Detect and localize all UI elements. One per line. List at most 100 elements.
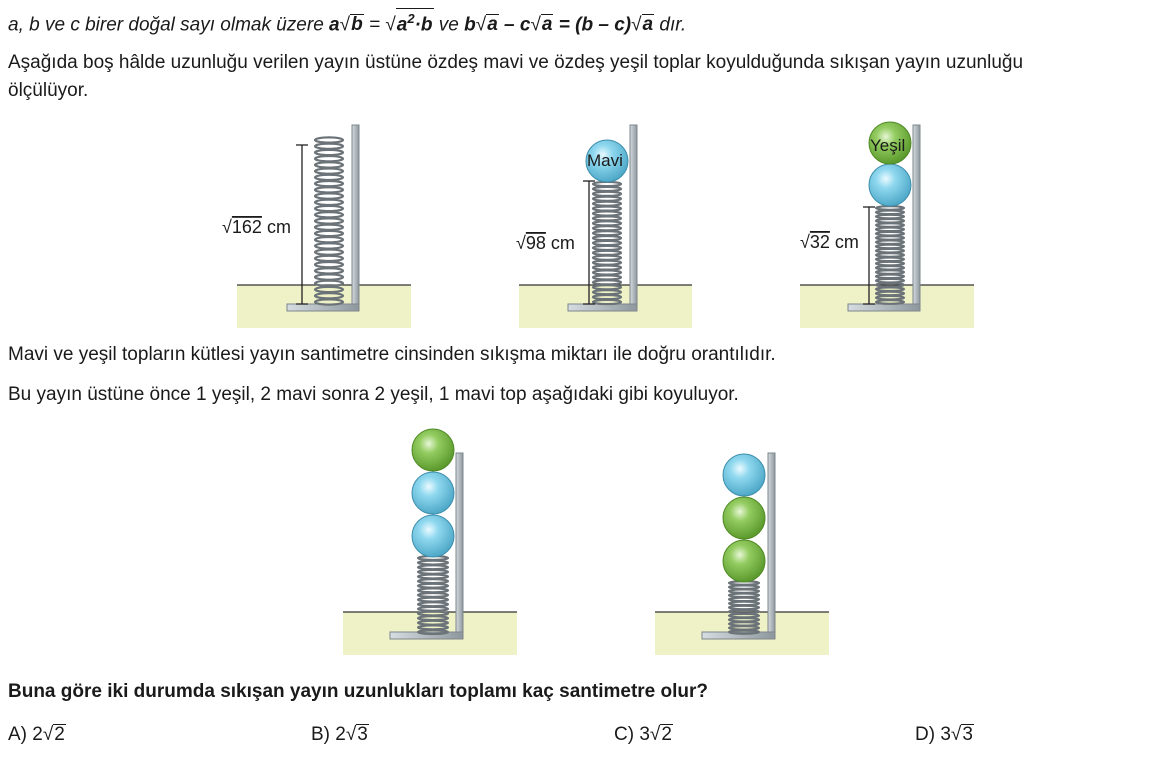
rule-a: a bbox=[329, 14, 340, 36]
base-plate bbox=[701, 631, 776, 640]
spring-coil bbox=[591, 234, 623, 242]
green-ball bbox=[411, 428, 455, 472]
figure-2-blue-ball: Mavi √98 cm bbox=[516, 124, 692, 328]
spring-coil bbox=[874, 230, 906, 237]
option-radicand: 3 bbox=[356, 724, 369, 745]
spring-coil bbox=[313, 267, 345, 275]
spring-coil bbox=[591, 230, 623, 237]
option-c[interactable]: C) 3√2 bbox=[614, 722, 673, 748]
wall bbox=[351, 124, 360, 311]
length-marker bbox=[863, 206, 875, 305]
spring-coil bbox=[313, 235, 345, 244]
sqrt-symbol: √ bbox=[475, 14, 487, 36]
spring-coil bbox=[874, 217, 906, 224]
blue-ball bbox=[411, 514, 455, 558]
sqrt-symbol: √ bbox=[649, 724, 661, 745]
spring-coil bbox=[416, 591, 450, 599]
spring-coil bbox=[416, 559, 450, 566]
spring-coil bbox=[416, 587, 450, 594]
spring-coil bbox=[313, 254, 345, 263]
rule-radical: a2·b bbox=[395, 8, 434, 36]
spring-coil bbox=[416, 568, 450, 575]
green-ball bbox=[868, 121, 912, 165]
spring-coil bbox=[591, 279, 623, 286]
spring-coil bbox=[591, 298, 623, 306]
spring-coil bbox=[591, 264, 623, 271]
spring-coil bbox=[874, 205, 906, 211]
spring-coil bbox=[591, 274, 623, 281]
spring-coil bbox=[874, 264, 906, 271]
spring-coil bbox=[416, 628, 450, 636]
rule-a2: a bbox=[396, 14, 408, 36]
spring-coil bbox=[727, 596, 761, 603]
spring-coil bbox=[416, 582, 450, 589]
spring-coil bbox=[313, 173, 345, 182]
sqrt-symbol: √ bbox=[345, 724, 357, 745]
spring bbox=[591, 180, 623, 306]
spring-coil bbox=[727, 600, 761, 607]
blue-ball bbox=[585, 139, 629, 183]
spring-coil bbox=[313, 136, 345, 144]
spring-coil bbox=[591, 244, 623, 252]
spring-coil bbox=[591, 254, 623, 261]
spring-coil bbox=[313, 192, 345, 200]
spring-coil bbox=[874, 247, 906, 254]
option-coef: 3 bbox=[639, 724, 650, 745]
intro-line-1: Aşağıda boş hâlde uzunluğu verilen yayın… bbox=[8, 52, 1024, 73]
spring-coil bbox=[874, 277, 906, 284]
spring-coil bbox=[313, 161, 345, 169]
spring-coil bbox=[874, 213, 906, 220]
spring-coil bbox=[416, 564, 450, 571]
spring-coil bbox=[313, 186, 345, 194]
spring-coil bbox=[874, 243, 906, 250]
option-b[interactable]: B) 2√3 bbox=[311, 722, 369, 748]
spring-coil bbox=[313, 211, 345, 219]
spring-coil bbox=[591, 200, 623, 207]
spring-coil bbox=[591, 185, 623, 193]
spring-coil bbox=[591, 210, 623, 217]
spring-coil bbox=[416, 573, 450, 580]
spring-coil bbox=[874, 226, 906, 233]
spring-coil bbox=[313, 142, 345, 150]
spring bbox=[416, 554, 450, 636]
option-letter: A) bbox=[8, 724, 27, 745]
length-label-3: √32 cm bbox=[800, 232, 859, 252]
base-plate bbox=[847, 303, 921, 312]
sqrt-symbol: √ bbox=[631, 14, 642, 36]
option-radicand: 3 bbox=[961, 724, 974, 745]
spring-coil bbox=[591, 269, 623, 276]
option-d[interactable]: D) 3√3 bbox=[915, 722, 974, 748]
rule-minus: – bbox=[498, 14, 520, 36]
option-a[interactable]: A) 2√2 bbox=[8, 722, 66, 748]
spring-coil bbox=[874, 256, 906, 263]
green-ball bbox=[722, 496, 766, 540]
option-letter: D) bbox=[915, 724, 936, 745]
wall bbox=[629, 124, 638, 311]
rule-lhs-a1: a bbox=[486, 14, 499, 36]
spring-coil bbox=[313, 242, 345, 250]
option-coef: 2 bbox=[335, 724, 346, 745]
spring-coil bbox=[313, 260, 345, 269]
spring-coil bbox=[727, 584, 761, 590]
spring-coil bbox=[874, 209, 906, 216]
spring-coil bbox=[591, 180, 623, 188]
spring-coil bbox=[874, 273, 906, 280]
rule-ve: ve bbox=[433, 14, 465, 36]
rule-lhs-b: b bbox=[464, 14, 476, 36]
option-letter: B) bbox=[311, 724, 330, 745]
rule-lhs-c: c bbox=[519, 14, 531, 36]
sqrt-symbol: √ bbox=[530, 14, 541, 36]
figure-1-empty-spring: √162 cm bbox=[222, 124, 411, 328]
spring-coil bbox=[416, 601, 450, 608]
spring-coil bbox=[591, 225, 623, 232]
spring-coil bbox=[416, 596, 450, 603]
intro-line-2: ölçülüyor. bbox=[8, 80, 89, 101]
rule-rhs-a: a bbox=[641, 14, 655, 36]
spring-coil bbox=[416, 578, 450, 585]
rule-dot: · bbox=[414, 14, 421, 36]
figure-3-green-blue: Yeşil √32 cm bbox=[800, 121, 974, 328]
spring-coil bbox=[416, 605, 450, 612]
rule-statement: a, b ve c birer doğal sayı olmak üzere a… bbox=[8, 8, 686, 38]
spring-coil bbox=[313, 198, 345, 207]
setup-text: Bu yayın üstüne önce 1 yeşil, 2 mavi son… bbox=[8, 384, 739, 405]
